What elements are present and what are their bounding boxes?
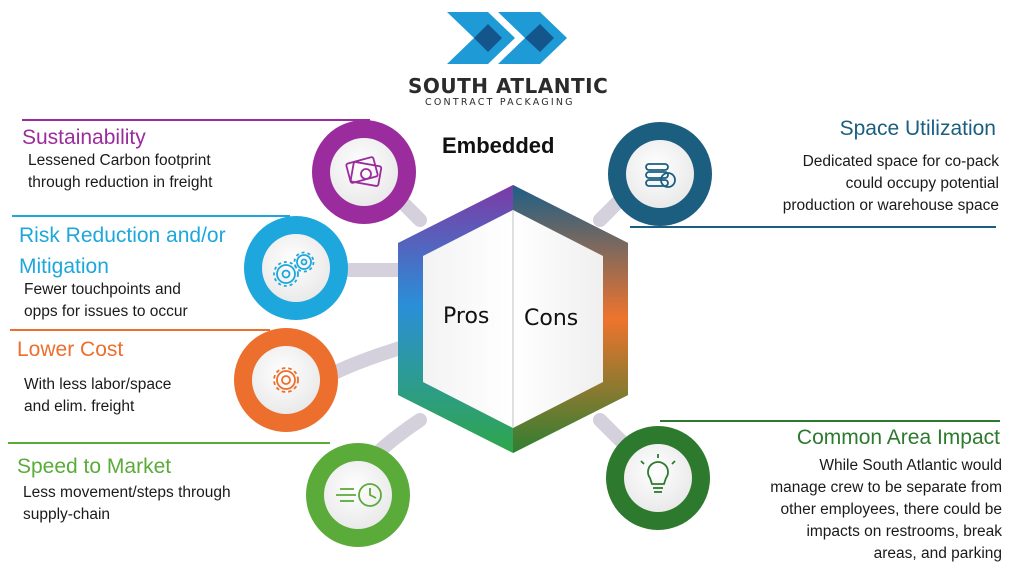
risk-reduction-line-1: Fewer touchpoints and xyxy=(24,281,181,298)
common-area-title: Common Area Impact xyxy=(796,426,1000,449)
clock-speed-icon xyxy=(336,483,382,507)
lower-cost-title: Lower Cost xyxy=(17,338,124,361)
rule-lines xyxy=(8,119,1000,444)
space-utilization-line-1: Dedicated space for co-pack xyxy=(802,153,999,170)
money-icon xyxy=(345,156,383,187)
sustainability-title: Sustainability xyxy=(22,126,146,149)
common-area-line-3: other employees, there could be xyxy=(780,501,1002,518)
common-area-line-5: areas, and parking xyxy=(873,545,1002,562)
lower-cost-line-2: and elim. freight xyxy=(24,398,135,415)
risk-reduction-line-2: opps for issues to occur xyxy=(24,303,188,320)
logo-title: SOUTH ATLANTIC xyxy=(408,74,609,98)
sustainability-line-2: through reduction in freight xyxy=(28,174,213,191)
center-hexagon xyxy=(398,185,628,453)
sustainability-circle xyxy=(312,120,416,224)
embedded-label: Embedded xyxy=(442,133,555,158)
speed-to-market-line-1: Less movement/steps through xyxy=(23,484,231,501)
speed-to-market-circle xyxy=(306,443,410,547)
logo-subtitle: CONTRACT PACKAGING xyxy=(425,97,575,108)
gear-icon xyxy=(273,367,299,393)
coins-icon xyxy=(645,163,676,188)
common-area-circle xyxy=(606,426,710,530)
logo-mark xyxy=(447,12,567,64)
space-utilization-circle xyxy=(608,122,712,226)
common-area-line-1: While South Atlantic would xyxy=(819,457,1002,474)
space-utilization-line-3: production or warehouse space xyxy=(782,197,999,214)
cons-label: Cons xyxy=(524,306,579,331)
space-utilization-title: Space Utilization xyxy=(839,117,996,140)
lower-cost-line-1: With less labor/space xyxy=(24,376,172,393)
common-area-line-4: impacts on restrooms, break xyxy=(806,523,1002,540)
lower-cost-circle xyxy=(234,328,338,432)
lightbulb-icon xyxy=(640,454,676,493)
pros-label: Pros xyxy=(443,304,490,329)
speed-to-market-line-2: supply-chain xyxy=(23,506,111,523)
space-utilization-line-2: could occupy potential xyxy=(845,175,999,192)
speed-to-market-title: Speed to Market xyxy=(17,455,172,478)
risk-reduction-title-1: Risk Reduction and/or xyxy=(19,224,226,247)
gears-icon xyxy=(273,251,315,287)
common-area-line-2: manage crew to be separate from xyxy=(770,479,1002,496)
risk-reduction-title-2: Mitigation xyxy=(19,255,109,278)
sustainability-line-1: Lessened Carbon footprint xyxy=(28,152,211,169)
